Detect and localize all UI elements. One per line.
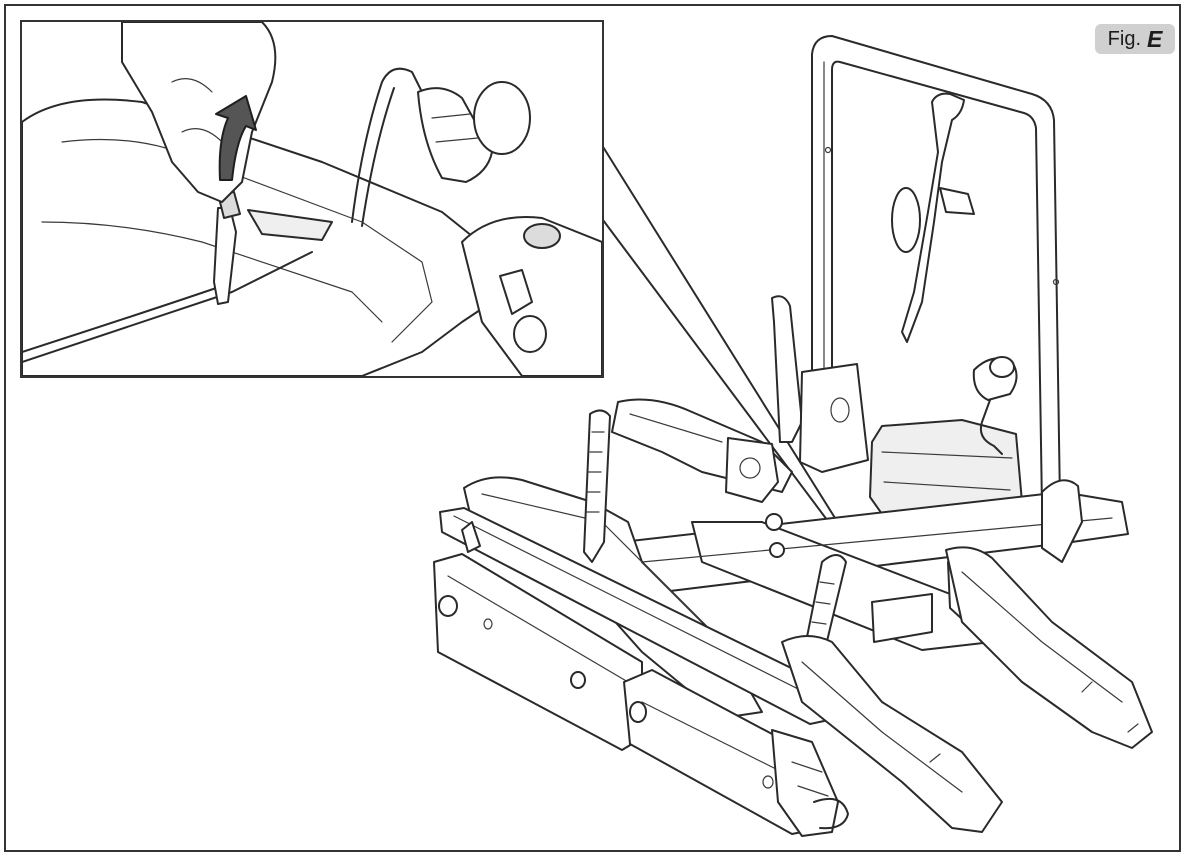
figure-label: Fig. E (1095, 24, 1175, 54)
rear-support-arm (771, 295, 803, 443)
figure-label-letter: E (1147, 25, 1163, 52)
wheel-cradle-right (781, 546, 1153, 833)
inset-slot (247, 209, 333, 241)
electrical-plug (972, 356, 1018, 455)
inset-hand (121, 22, 277, 203)
detail-illustration (22, 22, 602, 376)
light-unit-rear (623, 669, 849, 837)
curved-up-arrow-icon (215, 95, 257, 181)
callout-leader-lines (599, 141, 851, 549)
inset-carrier-body (22, 98, 493, 376)
tilt-handle (1041, 479, 1083, 563)
figure-label-prefix: Fig. (1107, 27, 1141, 50)
bike-carrier-illustration (433, 35, 1153, 837)
detail-inset (20, 20, 604, 378)
inset-plug (417, 87, 493, 183)
central-housing (799, 363, 1023, 523)
figure-frame: Fig. E (4, 4, 1181, 852)
